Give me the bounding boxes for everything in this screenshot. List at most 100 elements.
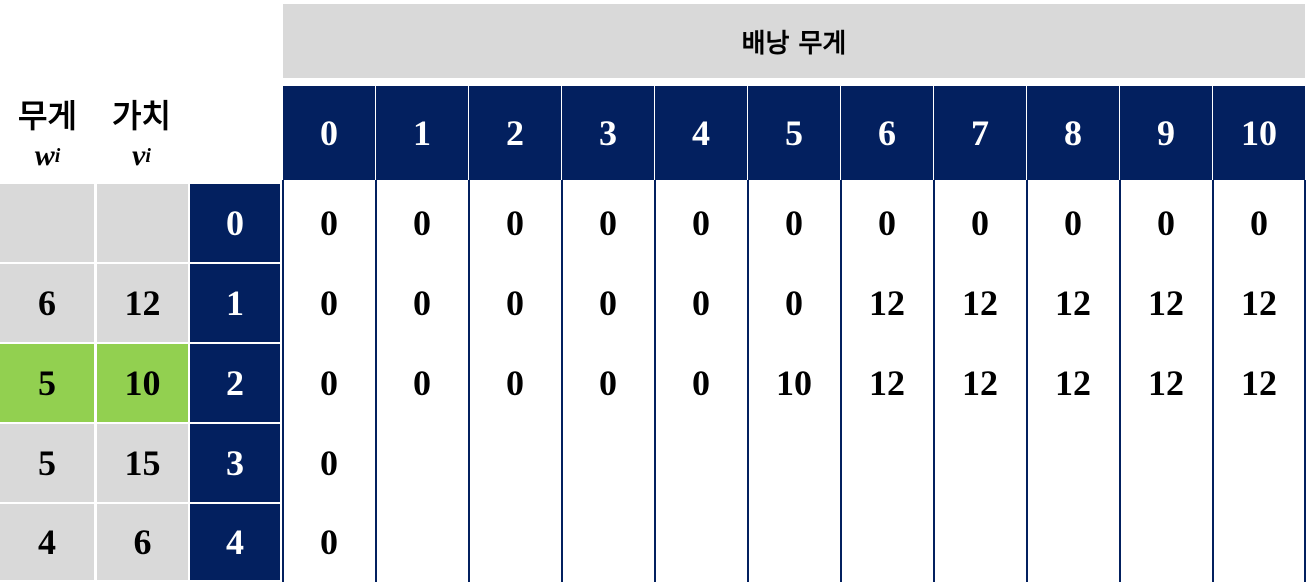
grid-divider-line [840, 180, 842, 582]
dp-cell-0-0-text: 0 [320, 203, 338, 243]
dp-cell-0-4: 0 [655, 184, 747, 262]
grid-divider-line [654, 180, 656, 582]
dp-cell-0-4-text: 0 [692, 203, 710, 243]
dp-cell-4-7 [934, 504, 1026, 580]
grid-divider-line [282, 180, 284, 582]
dp-cell-4-3 [562, 504, 654, 580]
dp-cell-1-8-text: 12 [1055, 283, 1091, 323]
dp-cell-3-8 [1027, 424, 1119, 502]
dp-cell-2-8: 12 [1027, 344, 1119, 422]
item-weight-1-text: 6 [38, 283, 56, 323]
dp-cell-2-8-text: 12 [1055, 363, 1091, 403]
dp-cell-1-9: 12 [1120, 264, 1212, 342]
dp-cell-4-2 [469, 504, 561, 580]
dp-cell-2-4: 0 [655, 344, 747, 422]
dp-cell-1-3-text: 0 [599, 283, 617, 323]
item-index-2-text: 2 [226, 363, 244, 403]
item-index-1: 1 [190, 264, 280, 342]
grid-divider-line [1119, 180, 1121, 582]
grid-divider-line [468, 180, 470, 582]
capacity-header-0: 0 [283, 86, 375, 180]
dp-cell-3-9 [1120, 424, 1212, 502]
dp-cell-1-9-text: 12 [1148, 283, 1184, 323]
dp-cell-0-2: 0 [469, 184, 561, 262]
item-value-0 [97, 184, 188, 262]
dp-cell-2-7-text: 12 [962, 363, 998, 403]
dp-cell-1-6-text: 12 [869, 283, 905, 323]
dp-cell-1-3: 0 [562, 264, 654, 342]
dp-cell-1-5: 0 [748, 264, 840, 342]
dp-cell-4-0-text: 0 [320, 522, 338, 562]
dp-cell-1-0: 0 [283, 264, 375, 342]
dp-cell-2-9-text: 12 [1148, 363, 1184, 403]
dp-cell-1-0-text: 0 [320, 283, 338, 323]
grid-divider-line [1026, 180, 1028, 582]
dp-cell-2-7: 12 [934, 344, 1026, 422]
dp-cell-3-0: 0 [283, 424, 375, 502]
dp-cell-1-2: 0 [469, 264, 561, 342]
item-index-4-text: 4 [226, 522, 244, 562]
capacity-header-9-text: 9 [1157, 113, 1175, 153]
item-index-2: 2 [190, 344, 280, 422]
dp-cell-2-4-text: 0 [692, 363, 710, 403]
dp-cell-2-3-text: 0 [599, 363, 617, 403]
dp-cell-2-10-text: 12 [1241, 363, 1277, 403]
dp-cell-4-1 [376, 504, 468, 580]
dp-cell-2-2: 0 [469, 344, 561, 422]
dp-cell-1-10-text: 12 [1241, 283, 1277, 323]
dp-cell-3-2 [469, 424, 561, 502]
capacity-header-10-text: 10 [1241, 113, 1277, 153]
item-weight-2: 5 [0, 344, 94, 422]
item-index-3: 3 [190, 424, 280, 502]
grid-divider-line [747, 180, 749, 582]
item-index-0: 0 [190, 184, 280, 262]
item-value-2: 10 [97, 344, 188, 422]
capacity-header-4: 4 [655, 86, 747, 180]
grid-divider-line [933, 180, 935, 582]
dp-cell-0-1: 0 [376, 184, 468, 262]
dp-cell-4-8 [1027, 504, 1119, 580]
value-column-header: 가치 [95, 92, 188, 136]
weight-column-header: 무게 [0, 92, 95, 136]
dp-cell-2-3: 0 [562, 344, 654, 422]
item-value-1-text: 12 [124, 283, 161, 323]
dp-cell-1-8: 12 [1027, 264, 1119, 342]
item-index-3-text: 3 [226, 443, 244, 483]
capacity-header-1-text: 1 [413, 113, 431, 153]
grid-divider-line [561, 180, 563, 582]
item-index-1-text: 1 [226, 283, 244, 323]
capacity-header-3-text: 3 [599, 113, 617, 153]
dp-cell-2-10: 12 [1213, 344, 1305, 422]
dp-cell-1-4-text: 0 [692, 283, 710, 323]
dp-cell-2-1: 0 [376, 344, 468, 422]
dp-cell-2-6-text: 12 [869, 363, 905, 403]
capacity-header-10: 10 [1213, 86, 1305, 180]
item-value-1: 12 [97, 264, 188, 342]
dp-cell-2-0-text: 0 [320, 363, 338, 403]
dp-cell-2-9: 12 [1120, 344, 1212, 422]
value-symbol-subscript: i [145, 144, 151, 167]
dp-cell-2-0: 0 [283, 344, 375, 422]
capacity-header-5-text: 5 [785, 113, 803, 153]
dp-cell-4-9 [1120, 504, 1212, 580]
item-index-4: 4 [190, 504, 280, 580]
dp-cell-0-8-text: 0 [1064, 203, 1082, 243]
item-weight-3: 5 [0, 424, 94, 502]
capacity-header-6: 6 [841, 86, 933, 180]
grid-divider-line [1212, 180, 1214, 582]
item-index-0-text: 0 [226, 203, 244, 243]
item-value-4-text: 6 [133, 522, 152, 562]
dp-cell-2-5-text: 10 [776, 363, 812, 403]
item-value-3-text: 15 [124, 443, 161, 483]
dp-cell-0-3-text: 0 [599, 203, 617, 243]
dp-cell-4-10 [1213, 504, 1305, 580]
knapsack-weight-header: 배낭 무게 [283, 4, 1305, 78]
item-weight-2-text: 5 [38, 363, 56, 403]
capacity-header-6-text: 6 [878, 113, 896, 153]
capacity-header-8: 8 [1027, 86, 1119, 180]
dp-cell-3-3 [562, 424, 654, 502]
capacity-header-7-text: 7 [971, 113, 989, 153]
dp-cell-1-2-text: 0 [506, 283, 524, 323]
dp-cell-0-1-text: 0 [413, 203, 431, 243]
dp-cell-1-1-text: 0 [413, 283, 431, 323]
